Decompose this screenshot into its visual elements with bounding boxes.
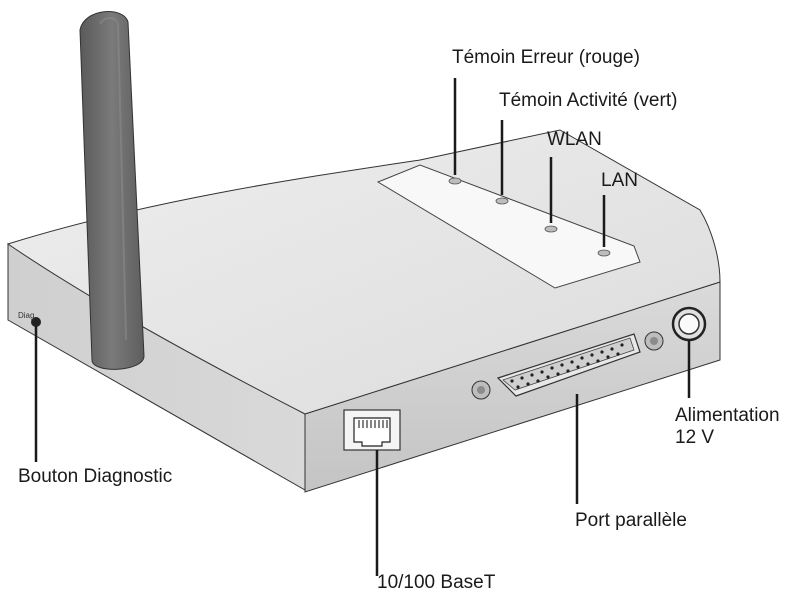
svg-text:Diag: Diag — [18, 311, 34, 320]
power-label-line2: 12 V — [675, 427, 715, 448]
diagnostic-button — [31, 317, 41, 327]
diagnostic-button-label: Bouton Diagnostic — [18, 466, 173, 487]
wlan-led — [544, 225, 558, 233]
activity-led-label: Témoin Activité (vert) — [499, 90, 678, 111]
power-label-line1: Alimentation — [675, 405, 780, 426]
leader-lines — [34, 78, 691, 576]
wlan-led-label: WLAN — [547, 129, 602, 150]
activity-led — [495, 197, 509, 205]
lan-led-label: LAN — [601, 170, 638, 191]
led-panel — [376, 164, 641, 289]
error-led — [448, 177, 462, 185]
power-label: Alimentation 12 V — [675, 405, 799, 449]
ethernet-port-label: 10/100 BaseT — [377, 572, 496, 593]
lan-led — [597, 249, 611, 257]
error-led-label: Témoin Erreur (rouge) — [452, 47, 640, 68]
antenna — [79, 11, 145, 370]
parallel-port-label: Port parallèle — [575, 510, 687, 531]
